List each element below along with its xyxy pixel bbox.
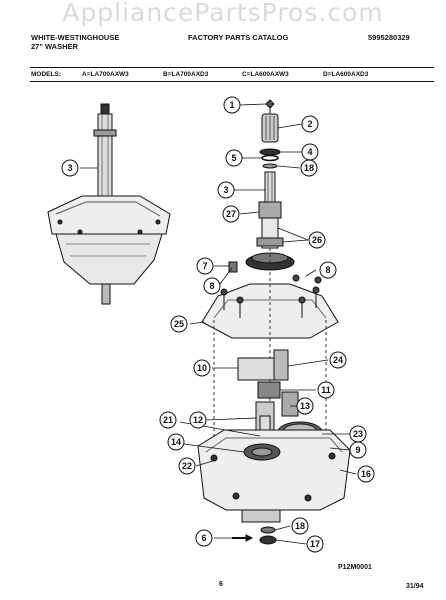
callout-18-lower: 18 (291, 517, 309, 535)
brand-line-1: WHITE-WESTINGHOUSE (31, 33, 120, 42)
callout-7: 7 (196, 257, 214, 275)
svg-text:8: 8 (209, 281, 214, 291)
callout-17: 17 (306, 535, 324, 553)
watermark: AppliancePartsPros.com (62, 0, 384, 27)
exploded-transmission-diagram: 1 2 4 5 18 3 27 26 7 8 8 25 24 10 11 12 … (47, 96, 375, 553)
svg-text:4: 4 (307, 147, 312, 157)
callout-23: 23 (349, 425, 367, 443)
catalog-title: FACTORY PARTS CATALOG (188, 33, 289, 42)
callout-12: 12 (189, 411, 207, 429)
svg-text:21: 21 (163, 415, 173, 425)
callout-24: 24 (329, 351, 347, 369)
svg-text:5: 5 (231, 153, 236, 163)
svg-text:26: 26 (312, 235, 322, 245)
page-number: 6 (219, 581, 223, 588)
svg-text:24: 24 (333, 355, 343, 365)
callout-3-exploded: 3 (217, 181, 235, 199)
svg-text:11: 11 (321, 385, 331, 395)
model-c: C=LA600AXW3 (242, 71, 289, 78)
svg-text:13: 13 (300, 401, 310, 411)
svg-text:9: 9 (355, 445, 360, 455)
callout-3-assembled: 3 (61, 159, 79, 177)
callout-9: 9 (349, 441, 367, 459)
assembled-transmission-view (47, 103, 171, 305)
callout-8-left: 8 (203, 277, 221, 295)
svg-text:2: 2 (307, 119, 312, 129)
model-a: A=LA700AXW3 (82, 71, 129, 78)
callout-21: 21 (159, 411, 177, 429)
svg-text:3: 3 (67, 163, 72, 173)
model-b: B=LA700AXD3 (163, 71, 209, 78)
callout-27: 27 (222, 205, 240, 223)
svg-text:25: 25 (174, 319, 184, 329)
svg-text:8: 8 (325, 265, 330, 275)
callout-6: 6 (195, 529, 213, 547)
svg-text:6: 6 (201, 533, 206, 543)
svg-text:1: 1 (229, 100, 234, 110)
callout-11: 11 (317, 381, 335, 399)
exploded-lower-parts (197, 349, 351, 545)
callout-25: 25 (170, 315, 188, 333)
callout-16: 16 (357, 465, 375, 483)
svg-text:18: 18 (295, 521, 305, 531)
svg-text:7: 7 (202, 261, 207, 271)
svg-text:14: 14 (171, 437, 181, 447)
svg-text:16: 16 (361, 469, 371, 479)
callout-4: 4 (301, 143, 319, 161)
svg-text:27: 27 (226, 209, 236, 219)
brand-line-2: 27" WASHER (31, 42, 78, 51)
exploded-upper-parts (201, 99, 339, 520)
callout-10: 10 (193, 359, 211, 377)
svg-text:18: 18 (304, 163, 314, 173)
models-label: MODELS: (31, 71, 61, 78)
figure-code: P12M0001 (338, 564, 372, 571)
callout-26: 26 (308, 231, 326, 249)
svg-text:10: 10 (197, 363, 207, 373)
svg-text:12: 12 (193, 415, 203, 425)
model-d: D=LA600AXD3 (323, 71, 369, 78)
callout-18-upper: 18 (300, 159, 318, 177)
svg-text:17: 17 (310, 539, 320, 549)
svg-text:3: 3 (223, 185, 228, 195)
callout-13: 13 (296, 397, 314, 415)
callout-5: 5 (225, 149, 243, 167)
models-bar: MODELS: A=LA700AXW3 B=LA700AXD3 C=LA600A… (30, 67, 434, 82)
callout-8-right: 8 (319, 261, 337, 279)
catalog-part-number: 5995280329 (368, 33, 410, 42)
callouts: 1 2 4 5 18 3 27 26 7 8 8 25 24 10 11 12 … (61, 96, 375, 553)
date-code: 31/94 (406, 583, 424, 590)
callout-14: 14 (167, 433, 185, 451)
svg-text:22: 22 (182, 461, 192, 471)
callout-1: 1 (223, 96, 241, 114)
leader-lines (80, 103, 357, 545)
svg-text:23: 23 (353, 429, 363, 439)
callout-2: 2 (301, 115, 319, 133)
callout-22: 22 (178, 457, 196, 475)
